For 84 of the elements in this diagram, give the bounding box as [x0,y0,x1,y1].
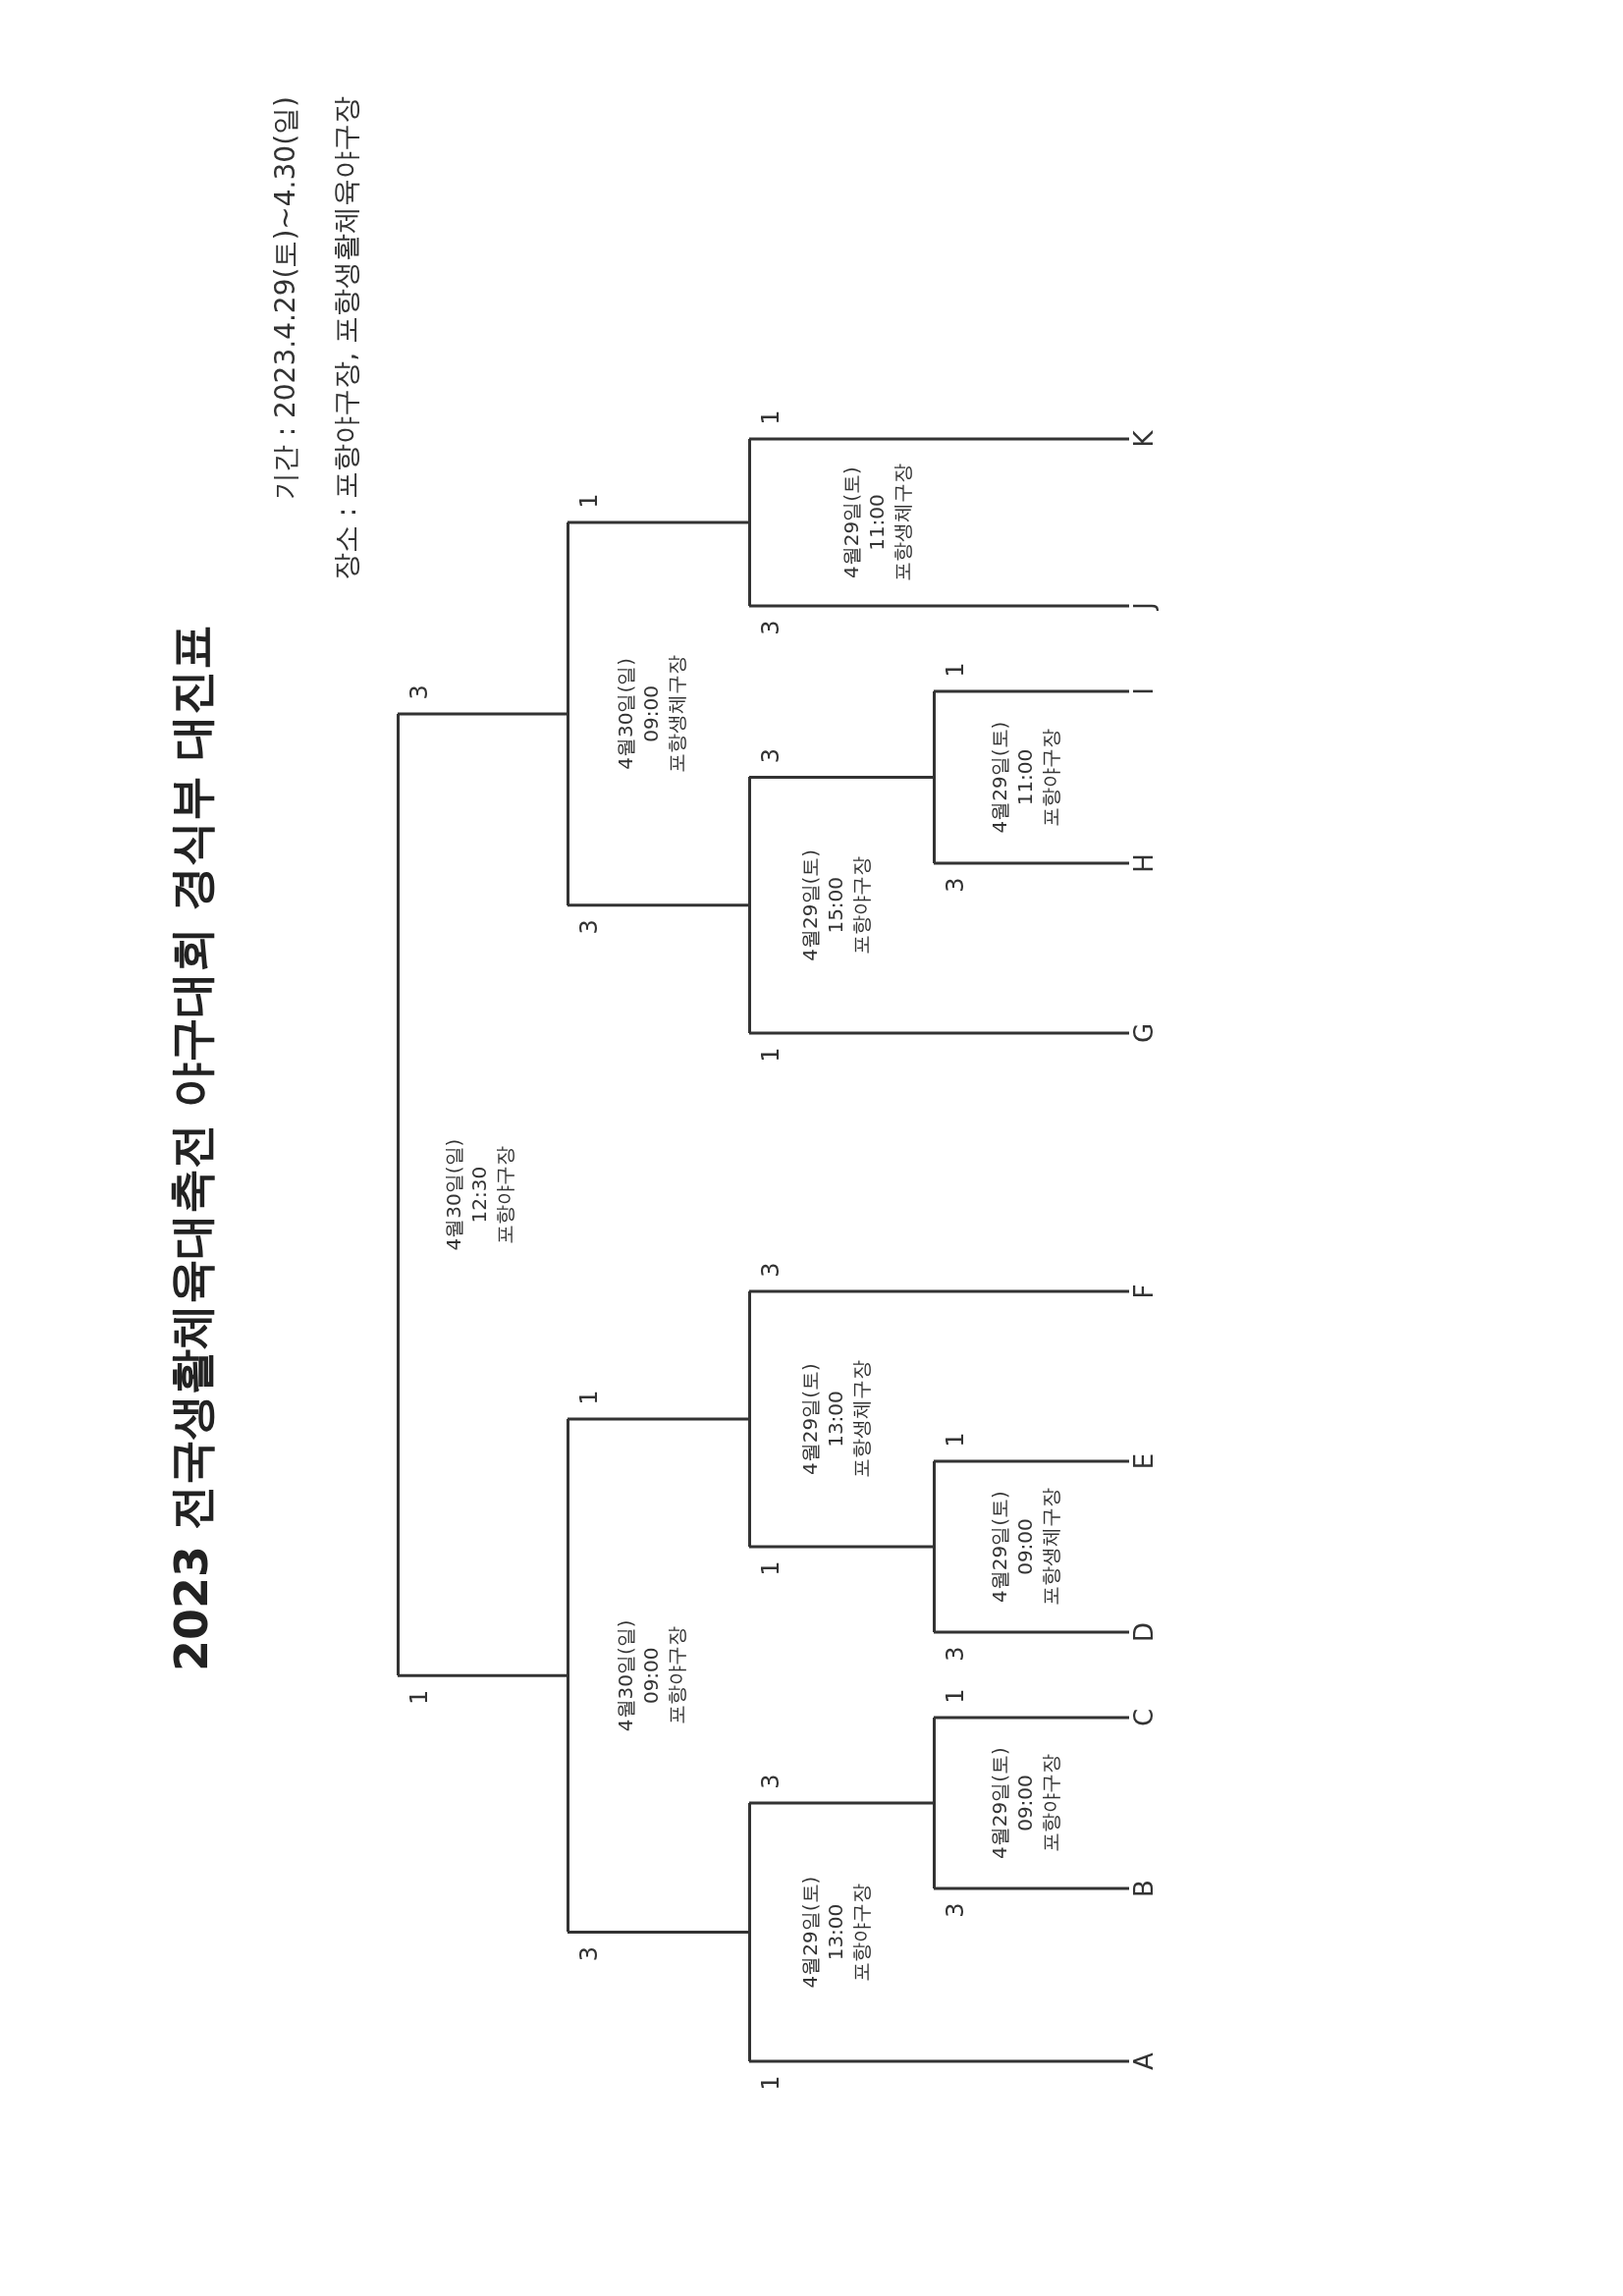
score-label: 3 [942,876,969,895]
team-label: B [1129,1869,1159,1908]
match-date: 4월29일(토) [986,1747,1012,1859]
match-date: 4월30일(일) [613,1619,638,1732]
bracket-line [568,1931,749,1934]
score-label: 1 [757,1559,784,1578]
match-time: 09:00 [638,1647,664,1705]
match-date: 4월30일(일) [613,658,638,770]
match-date: 4월29일(토) [839,466,864,578]
venue-text: 포항생체구장 [890,464,915,581]
score-label: 3 [406,683,433,702]
venue-text: 포항야구장 [664,1626,689,1725]
venue-text: 포항생체구장 [1037,1488,1063,1606]
venue-text: 포항생체구장 [847,1360,874,1478]
score-label: 3 [942,1901,969,1920]
bracket-line [568,903,749,907]
score-label: 3 [757,1261,784,1280]
score-label: 1 [757,1046,784,1065]
match-date: 4월30일(일) [440,1138,466,1251]
score-label: 3 [757,619,784,637]
match-date: 4월29일(토) [796,848,823,961]
score-label: 1 [575,492,603,511]
match-time: 13:00 [822,1391,848,1448]
bracket-line [568,520,749,524]
bracket-line [934,1459,1129,1463]
score-label: 3 [575,1944,603,1964]
team-label: G [1129,1013,1159,1053]
score-label: 1 [942,661,969,680]
match-date: 4월29일(토) [986,721,1012,834]
match-time: 13:00 [822,1903,848,1961]
score-label: 1 [757,2074,784,2093]
team-label: J [1129,586,1159,626]
team-label: K [1129,419,1159,459]
date-range-text: 기간 : 2023.4.29(토)~4.30(일) [268,96,302,501]
team-label: H [1129,844,1159,883]
score-label: 3 [757,1773,784,1791]
bracket-line [749,1545,934,1549]
score-label: 3 [757,746,784,766]
team-label: A [1129,2042,1159,2081]
match-date: 4월29일(토) [796,1876,823,1989]
score-label: 1 [942,1431,969,1449]
match-time: 15:00 [822,876,848,934]
bracket-line [398,1673,568,1677]
bracket-line [749,1031,1129,1035]
bracket-line [749,604,1129,608]
venue-text: 포항야구장 [491,1145,517,1244]
score-label: 1 [575,1389,603,1407]
score-label: 3 [942,1645,969,1664]
bracket-line [568,1417,749,1421]
match-time: 12:30 [465,1166,492,1224]
bracket-line [749,2059,1129,2063]
match-time: 09:00 [638,685,664,742]
team-label: D [1129,1613,1159,1652]
match-date: 4월29일(토) [986,1491,1012,1603]
team-label: C [1129,1698,1159,1737]
bracket-line [934,1886,1129,1890]
bracket-line [749,1801,934,1805]
venue-text: 포항생체구장 [664,654,689,773]
venue-text: 포항야구장 [847,855,874,955]
venue-list-text: 장소 : 포항야구장, 포항생활체육야구장 [329,96,363,581]
score-label: 3 [575,918,603,937]
venue-text: 포항야구장 [847,1883,874,1982]
match-time: 09:00 [1011,1775,1038,1831]
team-label: I [1129,672,1159,711]
match-time: 09:00 [1011,1518,1038,1575]
bracket-line [934,1716,1129,1720]
bracket-line [749,1289,1129,1293]
team-label: E [1129,1442,1159,1481]
bracket-line [934,1630,1129,1634]
title: 2023 전국생활체육대축전 야구대회 경식부 대진표 [165,624,218,1672]
bracket-line [934,861,1129,865]
bracket-line [749,776,934,779]
score-label: 1 [406,1688,433,1707]
bracket-line [749,437,1129,441]
bracket-line [398,712,568,716]
score-label: 1 [942,1687,969,1706]
venue-text: 포항야구장 [1037,728,1063,827]
match-date: 4월29일(토) [796,1363,823,1475]
venue-text: 포항야구장 [1037,1754,1063,1852]
match-time: 11:00 [864,494,890,551]
bracket-line [934,689,1129,693]
match-time: 11:00 [1011,748,1038,806]
score-label: 1 [757,409,784,427]
team-label: F [1129,1272,1159,1311]
